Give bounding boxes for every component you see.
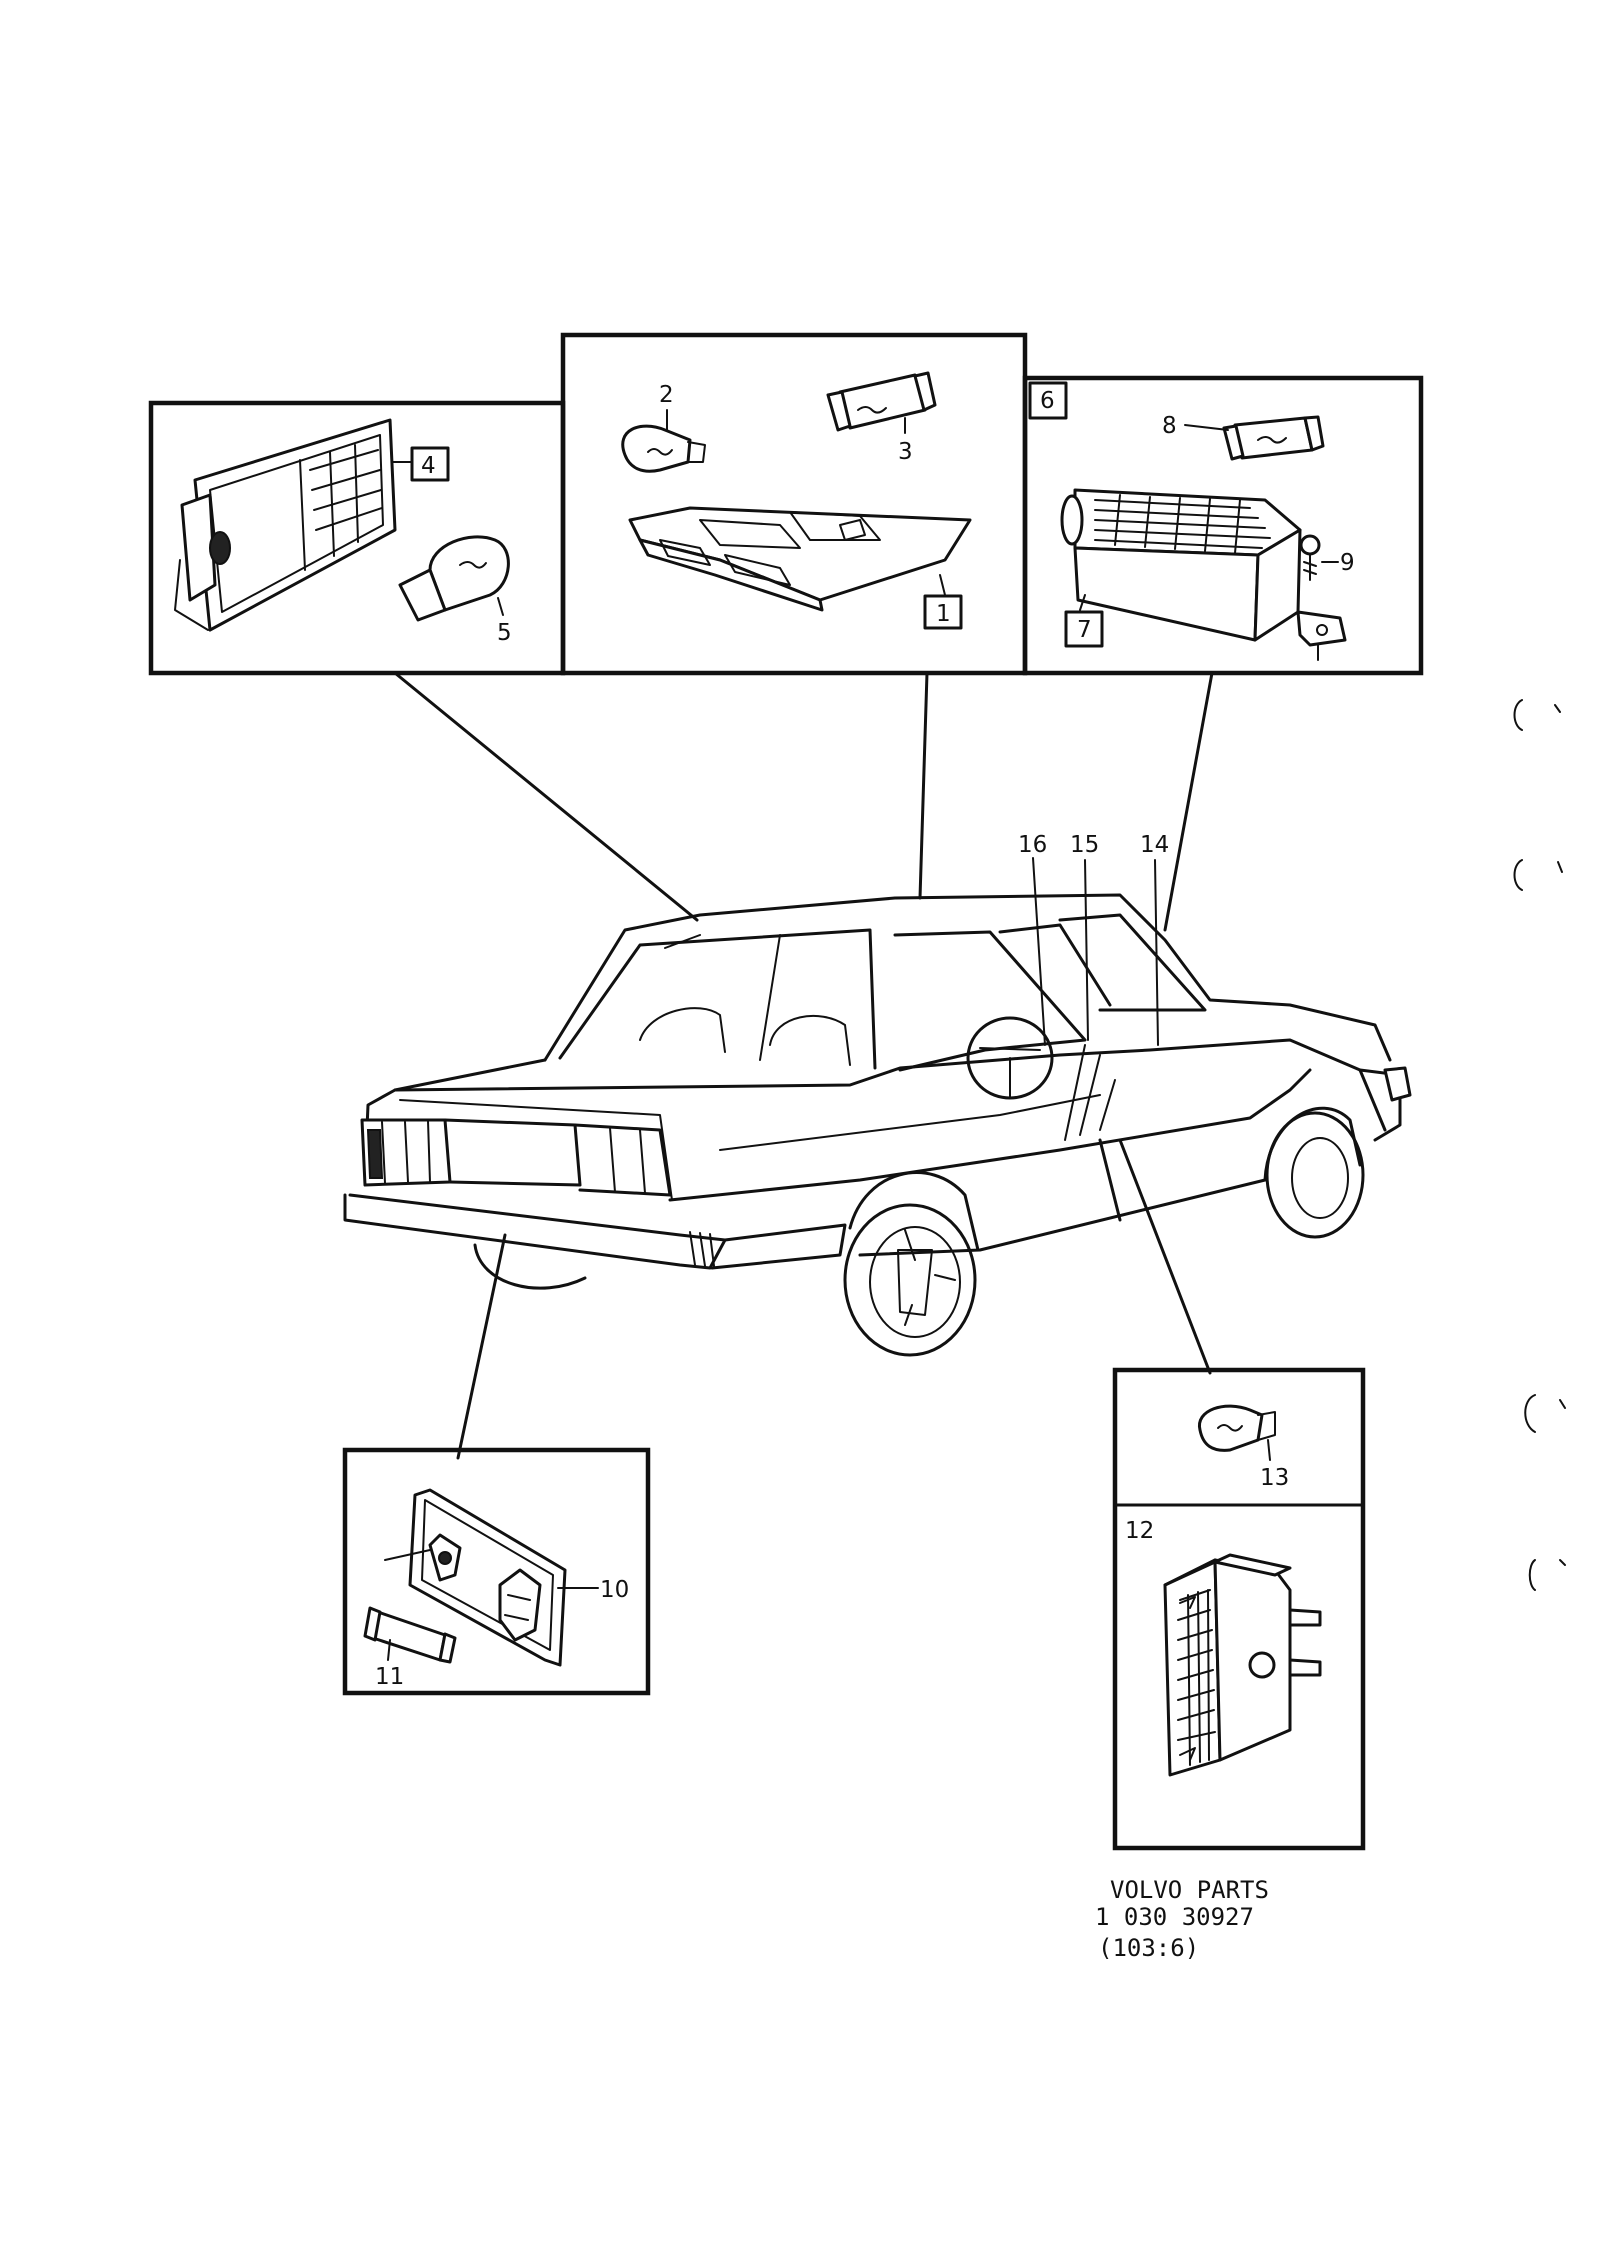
bulb-wedge-5 — [398, 535, 510, 622]
detail-box-door-lamp: 13 12 — [1112, 1367, 1366, 1851]
car-callouts: 16 15 14 — [1018, 832, 1169, 1046]
footer-part-number: 1 030 30927 — [1095, 1903, 1254, 1931]
detail-box-glovebox-lamp: 6 8 9 7 — [1022, 375, 1424, 676]
screw-9 — [1299, 534, 1321, 581]
part-label-13: 13 — [1260, 1465, 1289, 1491]
part-label-11: 11 — [375, 1664, 404, 1690]
car-illustration — [343, 893, 1412, 1357]
part-label-1: 1 — [936, 601, 951, 627]
footer-reference: (103:6) — [1098, 1934, 1199, 1962]
bulb-wedge-13 — [1198, 1404, 1276, 1452]
part-label-6: 6 — [1040, 388, 1055, 414]
rear-lamp-housing — [174, 418, 397, 632]
diagram-footer: VOLVO PARTS 1 030 30927 (103:6) — [1095, 1876, 1269, 1962]
part-label-12: 12 — [1125, 1518, 1154, 1544]
bulb-festoon-3 — [826, 371, 937, 432]
part-label-9: 9 — [1340, 550, 1355, 576]
part-label-16: 16 — [1018, 832, 1047, 858]
part-label-15: 15 — [1070, 832, 1099, 858]
part-label-4: 4 — [421, 453, 436, 479]
bulb-festoon-11 — [363, 1606, 457, 1664]
detail-box-licence-lamp: 11 10 — [342, 1447, 651, 1696]
part-label-14: 14 — [1140, 832, 1169, 858]
part-label-8: 8 — [1162, 413, 1177, 439]
interior-lamp-housing — [628, 506, 972, 612]
glovebox-lamp-unit — [1060, 488, 1347, 661]
leader-lines — [393, 671, 1214, 1460]
binder-hole-marks — [1513, 699, 1566, 1591]
part-label-5: 5 — [497, 620, 512, 646]
part-label-7: 7 — [1077, 617, 1092, 643]
bulb-wedge-2 — [621, 424, 706, 473]
detail-box-rear-lamp: 4 5 — [148, 400, 566, 676]
detail-box-interior-lamp: 2 3 1 — [560, 332, 1028, 676]
licence-plate-lamp — [384, 1488, 567, 1667]
door-lamp-unit — [1163, 1553, 1322, 1777]
part-label-2: 2 — [659, 382, 674, 408]
part-label-3: 3 — [898, 439, 913, 465]
footer-brand: VOLVO PARTS — [1110, 1876, 1269, 1904]
part-label-10: 10 — [600, 1577, 629, 1603]
bulb-festoon-8 — [1222, 415, 1325, 461]
